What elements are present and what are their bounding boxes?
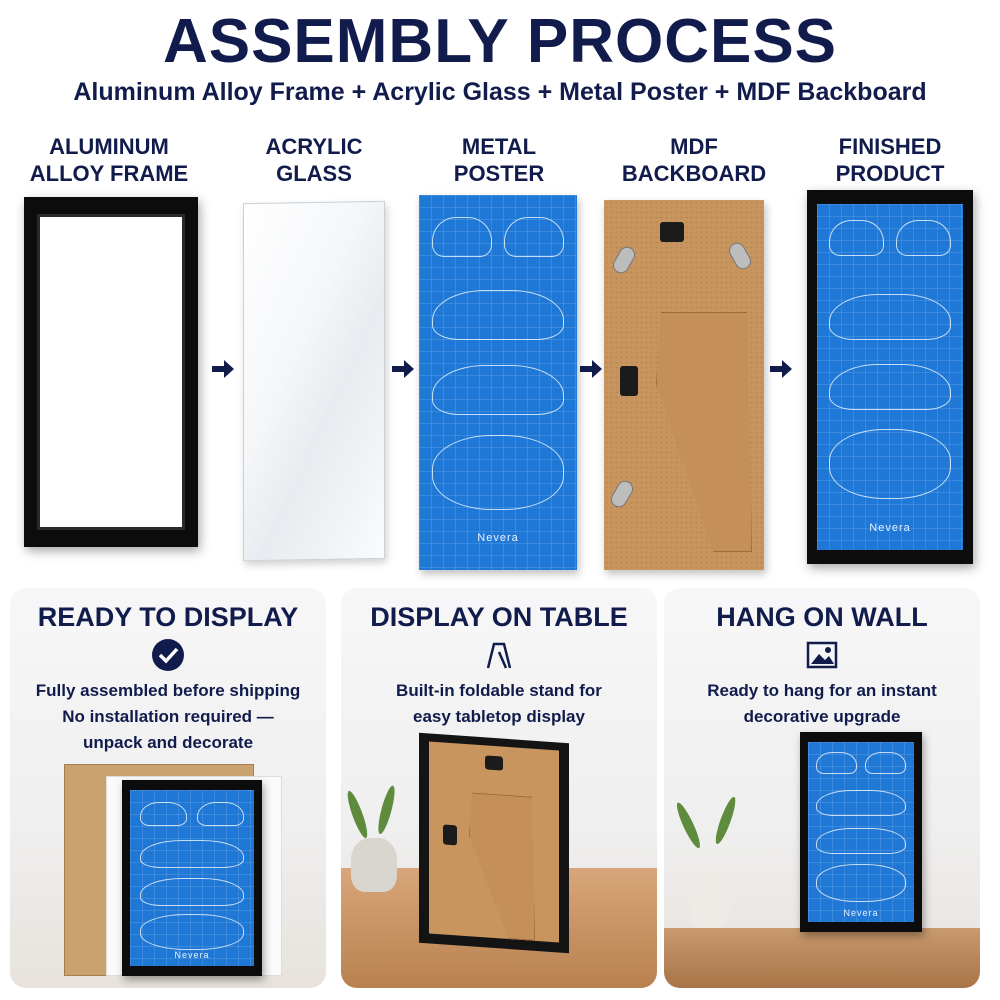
- car-drawing: [828, 364, 952, 410]
- car-drawing: [895, 220, 952, 256]
- turn-clip: [610, 243, 638, 277]
- card-text-line: Built-in foldable stand for: [396, 681, 602, 700]
- wall-poster: Nevera: [808, 742, 914, 922]
- arrow-right-icon: [768, 356, 794, 382]
- boxed-framed-poster: Nevera: [122, 780, 262, 976]
- step-label-poster: METAL POSTER: [399, 133, 599, 187]
- car-drawing: [816, 864, 906, 902]
- car-drawing: [431, 217, 492, 257]
- car-drawing: [431, 435, 565, 510]
- step-label-line: MDF: [670, 134, 718, 159]
- frame-back-on-stand: [419, 732, 569, 954]
- car-drawing: [139, 914, 245, 950]
- step-label-finished: FINISHED PRODUCT: [790, 133, 990, 187]
- easel-stand-icon: [482, 638, 516, 672]
- hanger-hook: [660, 222, 684, 242]
- step-label-frame: ALUMINUM ALLOY FRAME: [9, 133, 209, 187]
- poster-brand: Nevera: [477, 532, 519, 544]
- step-label-line: METAL: [461, 134, 537, 159]
- stand-hinge: [443, 824, 457, 846]
- wall-framed-poster: Nevera: [800, 732, 922, 932]
- page-subtitle: Aluminum Alloy Frame + Acrylic Glass + M…: [73, 78, 927, 106]
- check-circle-icon: [151, 638, 185, 672]
- car-drawing: [828, 429, 952, 499]
- poster-brand: Nevera: [869, 522, 911, 534]
- step-label-backboard: MDF BACKBOARD: [594, 133, 794, 187]
- car-drawing: [816, 752, 857, 774]
- step-label-line: BACKBOARD: [621, 161, 767, 186]
- poster-brand: Nevera: [843, 908, 879, 918]
- plant-leaf: [375, 784, 398, 836]
- step-label-line: POSTER: [453, 161, 545, 186]
- plant-pot: [351, 838, 397, 892]
- card-text-line: decorative upgrade: [743, 707, 901, 726]
- stand-hinge: [620, 366, 638, 396]
- card-text-line: Ready to hang for an instant: [707, 681, 937, 700]
- card-text-line: No installation required —: [62, 707, 274, 726]
- plant-leaf: [712, 795, 739, 846]
- arrow-right-icon: [210, 356, 236, 382]
- foldable-stand: [656, 312, 752, 552]
- card-display-on-table: DISPLAY ON TABLE Built-in foldable stand…: [341, 588, 657, 988]
- card-ready-to-display: READY TO DISPLAY Fully assembled before …: [10, 588, 326, 988]
- card-description: Built-in foldable stand for easy tableto…: [341, 678, 657, 730]
- poster-brand: Nevera: [174, 950, 210, 960]
- step-label-glass: ACRYLIC GLASS: [214, 133, 414, 187]
- wooden-cabinet: [664, 928, 980, 988]
- step-label-line: ALUMINUM: [49, 134, 169, 159]
- car-drawing: [828, 294, 952, 340]
- turn-clip: [608, 477, 636, 511]
- car-drawing: [816, 790, 906, 816]
- car-drawing: [816, 828, 906, 854]
- card-text-line: Fully assembled before shipping: [35, 681, 301, 700]
- aluminum-frame-image: [24, 197, 198, 547]
- car-drawing: [139, 802, 188, 826]
- arrow-right-icon: [390, 356, 416, 382]
- card-description: Ready to hang for an instant decorative …: [664, 678, 980, 730]
- step-label-line: PRODUCT: [835, 161, 945, 186]
- car-drawing: [828, 220, 885, 256]
- card-description: Fully assembled before shipping No insta…: [10, 678, 326, 756]
- plant-leaf: [344, 789, 371, 840]
- card-title: READY TO DISPLAY: [37, 602, 299, 632]
- card-title: HANG ON WALL: [716, 602, 928, 632]
- foldable-stand: [469, 792, 535, 941]
- turn-clip: [726, 239, 754, 273]
- car-drawing: [139, 840, 245, 868]
- metal-poster-image: Nevera: [419, 195, 577, 570]
- mdf-backboard-image: [604, 200, 764, 570]
- hanger-hook: [485, 755, 503, 771]
- step-label-line: GLASS: [276, 161, 352, 186]
- card-text-line: unpack and decorate: [82, 733, 254, 752]
- car-drawing: [504, 217, 565, 257]
- car-drawing: [139, 878, 245, 906]
- page-title: ASSEMBLY PROCESS: [162, 7, 838, 76]
- step-label-line: ACRYLIC: [265, 134, 363, 159]
- boxed-poster: Nevera: [130, 790, 254, 966]
- card-title: DISPLAY ON TABLE: [370, 602, 628, 632]
- finished-product-image: Nevera: [807, 190, 973, 564]
- step-label-line: ALLOY FRAME: [29, 161, 189, 186]
- card-hang-on-wall: HANG ON WALL Ready to hang for an instan…: [664, 588, 980, 988]
- arrow-right-icon: [578, 356, 604, 382]
- card-text-line: easy tabletop display: [413, 707, 585, 726]
- car-drawing: [865, 752, 906, 774]
- frame-opening: [37, 214, 185, 530]
- acrylic-glass-image: [243, 200, 385, 562]
- vase: [690, 868, 730, 928]
- finished-poster: Nevera: [817, 204, 963, 550]
- plant-leaf: [673, 800, 704, 851]
- car-drawing: [431, 290, 565, 340]
- step-label-line: FINISHED: [838, 134, 942, 159]
- car-drawing: [196, 802, 245, 826]
- car-drawing: [431, 365, 565, 415]
- picture-icon: [805, 638, 839, 672]
- backboard-view: [429, 741, 559, 943]
